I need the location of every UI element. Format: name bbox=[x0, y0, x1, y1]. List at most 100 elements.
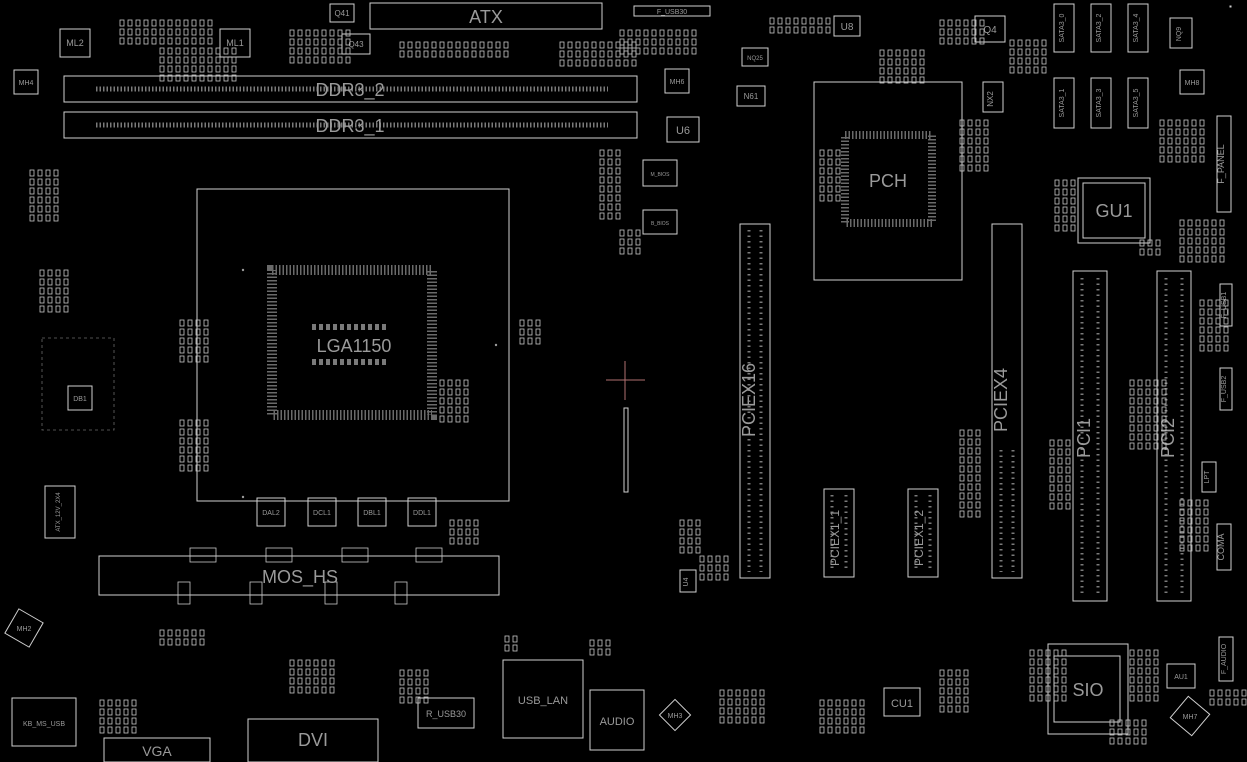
smd-pad bbox=[1054, 188, 1060, 196]
smd-pad bbox=[963, 678, 969, 686]
smd-pad bbox=[63, 287, 69, 295]
smd-pad bbox=[1053, 658, 1059, 666]
smd-pad bbox=[167, 47, 173, 55]
smd-pad bbox=[39, 287, 45, 295]
smd-pad bbox=[1195, 219, 1201, 227]
smd-pad bbox=[1199, 335, 1205, 343]
pci2-label: PCI2 bbox=[1158, 418, 1178, 458]
smd-pad bbox=[1187, 517, 1193, 525]
smd-pad bbox=[407, 687, 413, 695]
smd-pad bbox=[1159, 146, 1165, 154]
smd-pad bbox=[835, 185, 841, 193]
smd-pad bbox=[1009, 57, 1015, 65]
smd-pad bbox=[463, 415, 469, 423]
smd-pad bbox=[1037, 676, 1043, 684]
smd-pad bbox=[1153, 694, 1159, 702]
smd-pad bbox=[297, 47, 303, 55]
smd-pad bbox=[1033, 66, 1039, 74]
pci1-label: PCI1 bbox=[1074, 418, 1094, 458]
smd-pad bbox=[195, 446, 201, 454]
smd-pad bbox=[1153, 667, 1159, 675]
smd-pad bbox=[947, 696, 953, 704]
sio-label: SIO bbox=[1072, 680, 1103, 700]
smd-pad bbox=[487, 41, 493, 49]
smd-pad bbox=[215, 74, 221, 82]
smd-pad bbox=[1025, 48, 1031, 56]
smd-pad bbox=[187, 319, 193, 327]
smd-pad bbox=[159, 28, 165, 36]
smd-pad bbox=[967, 155, 973, 163]
smd-pad bbox=[167, 629, 173, 637]
smd-pad bbox=[199, 37, 205, 45]
smd-pad bbox=[183, 37, 189, 45]
svg-text:NQ9: NQ9 bbox=[1176, 27, 1183, 42]
smd-pad bbox=[223, 56, 229, 64]
smd-pad bbox=[199, 74, 205, 82]
smd-pad bbox=[1125, 719, 1131, 727]
smd-pad bbox=[1057, 475, 1063, 483]
smd-pad bbox=[1153, 415, 1159, 423]
smd-pad bbox=[47, 278, 53, 286]
smd-pad bbox=[1053, 694, 1059, 702]
smd-pad bbox=[399, 50, 405, 58]
smd-pad bbox=[715, 555, 721, 563]
smd-pad bbox=[1223, 299, 1229, 307]
smd-pad bbox=[1179, 535, 1185, 543]
smd-pad bbox=[1219, 246, 1225, 254]
smd-pad bbox=[1129, 433, 1135, 441]
gu1-chip: GU1 bbox=[1077, 177, 1151, 244]
smd-pad bbox=[843, 726, 849, 734]
svg-text:DB1: DB1 bbox=[73, 396, 87, 403]
smd-pad bbox=[887, 67, 893, 75]
ddl1-component: DDL1 bbox=[407, 497, 437, 527]
smd-pad bbox=[631, 41, 637, 49]
smd-pad bbox=[305, 38, 311, 46]
f-usb2-header: F_USB2 bbox=[1219, 367, 1233, 411]
smd-pad bbox=[207, 37, 213, 45]
smd-pad bbox=[1037, 649, 1043, 657]
smd-pad bbox=[607, 167, 613, 175]
smd-pad bbox=[623, 59, 629, 67]
smd-pad bbox=[959, 146, 965, 154]
svg-text:AU1: AU1 bbox=[1174, 674, 1188, 681]
smd-pad bbox=[695, 528, 701, 536]
smd-pad bbox=[743, 698, 749, 706]
smd-pad bbox=[1137, 676, 1143, 684]
smd-pad bbox=[967, 438, 973, 446]
smd-pad bbox=[1033, 39, 1039, 47]
svg-text:MH7: MH7 bbox=[1183, 714, 1198, 721]
smd-pad bbox=[963, 19, 969, 27]
smd-pad bbox=[691, 38, 697, 46]
smd-pad bbox=[423, 41, 429, 49]
smd-pad bbox=[817, 17, 823, 25]
smd-pad bbox=[967, 501, 973, 509]
smd-pad bbox=[55, 287, 61, 295]
smd-pad bbox=[1153, 433, 1159, 441]
smd-pad bbox=[203, 428, 209, 436]
smd-pad bbox=[1049, 448, 1055, 456]
svg-text:MH6: MH6 bbox=[670, 79, 685, 86]
smd-pad bbox=[151, 28, 157, 36]
smd-pad bbox=[1139, 248, 1145, 256]
smd-pad bbox=[175, 74, 181, 82]
smd-pad bbox=[399, 678, 405, 686]
smd-pad bbox=[1161, 433, 1167, 441]
smd-pad bbox=[457, 537, 463, 545]
svg-text:F_AUDIO: F_AUDIO bbox=[1221, 643, 1228, 674]
smd-pad bbox=[407, 50, 413, 58]
smd-pad bbox=[1167, 146, 1173, 154]
smd-pad bbox=[203, 455, 209, 463]
smd-pad bbox=[1145, 694, 1151, 702]
smd-pad bbox=[187, 437, 193, 445]
sio-chip: SIO bbox=[1047, 643, 1129, 735]
smd-pad bbox=[1145, 415, 1151, 423]
smd-pad bbox=[1203, 228, 1209, 236]
smd-pad bbox=[955, 687, 961, 695]
smd-pad bbox=[179, 328, 185, 336]
smd-pad bbox=[297, 668, 303, 676]
smd-pad bbox=[313, 47, 319, 55]
smd-pad bbox=[29, 196, 35, 204]
smd-pad bbox=[715, 564, 721, 572]
smd-pad bbox=[967, 128, 973, 136]
smd-pad bbox=[627, 38, 633, 46]
